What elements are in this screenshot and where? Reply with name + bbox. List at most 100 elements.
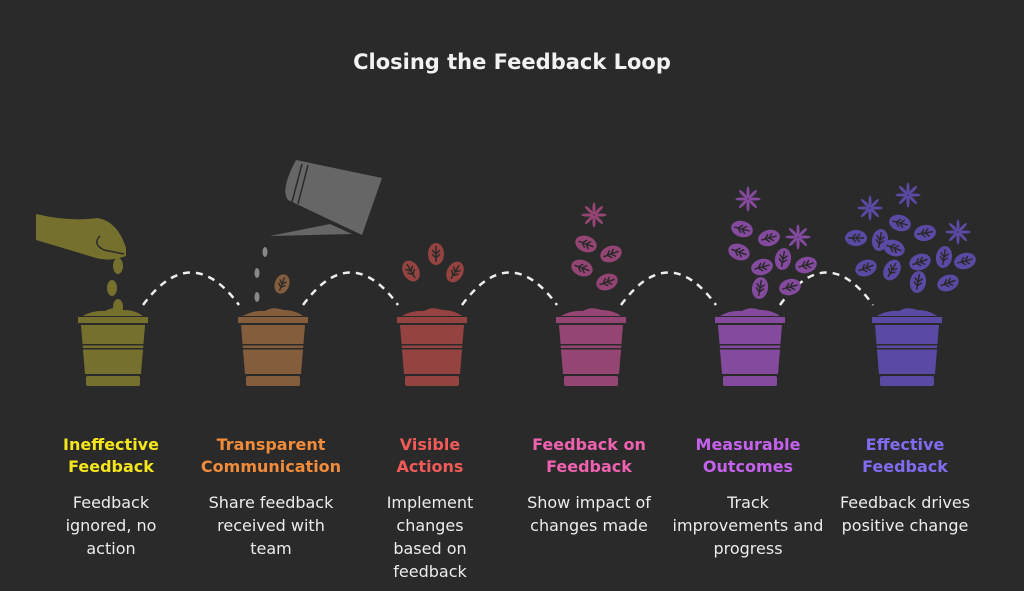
leaf-icon bbox=[728, 243, 750, 261]
seed bbox=[107, 280, 117, 296]
water-drop bbox=[262, 247, 268, 257]
petal bbox=[592, 202, 596, 215]
leaf-vein bbox=[957, 255, 973, 266]
soil bbox=[561, 308, 621, 316]
leaf-icon bbox=[751, 277, 769, 299]
flower-icon bbox=[571, 202, 622, 291]
petal bbox=[956, 232, 960, 245]
pot-stripe bbox=[82, 348, 144, 350]
leaf-icon bbox=[795, 256, 817, 274]
flower-icon bbox=[785, 224, 811, 250]
petal bbox=[870, 198, 880, 208]
leaf-vein bbox=[892, 218, 908, 229]
flower-icon bbox=[581, 202, 607, 228]
plant-pot-4 bbox=[556, 308, 626, 386]
pot-stripe bbox=[719, 348, 781, 350]
petal bbox=[948, 232, 958, 242]
leaf-icon bbox=[909, 271, 927, 293]
step-title: Effective Feedback bbox=[862, 435, 948, 476]
water-drop bbox=[254, 292, 260, 302]
petal bbox=[594, 213, 607, 217]
flower-icon bbox=[857, 195, 883, 221]
soil bbox=[243, 308, 303, 316]
petal bbox=[956, 219, 960, 232]
pot-stripe bbox=[82, 344, 144, 346]
petal bbox=[594, 205, 604, 215]
plant-pot-3 bbox=[397, 308, 467, 386]
step-description: Track improvements and progress bbox=[672, 493, 824, 558]
pot-base bbox=[405, 376, 459, 386]
pot-base bbox=[246, 376, 300, 386]
leaf-vein bbox=[875, 231, 886, 249]
step-description: Feedback ignored, no action bbox=[65, 493, 157, 558]
plant-pot-2 bbox=[238, 308, 308, 386]
petal bbox=[798, 227, 808, 237]
petal bbox=[908, 195, 918, 205]
connector-arc bbox=[619, 271, 718, 306]
pot-stripe bbox=[876, 348, 938, 350]
soil bbox=[877, 308, 937, 316]
pot-rim bbox=[238, 317, 308, 323]
leaf-vein bbox=[731, 247, 747, 258]
petal bbox=[748, 189, 758, 199]
leaf-icon bbox=[751, 258, 773, 276]
soil bbox=[83, 308, 143, 316]
leaf-icon bbox=[883, 239, 905, 257]
leaf-vein bbox=[848, 233, 864, 243]
petal bbox=[584, 215, 594, 225]
petal bbox=[796, 237, 800, 250]
petal bbox=[906, 195, 910, 208]
connector-arc bbox=[141, 271, 241, 306]
petal bbox=[945, 230, 958, 234]
blooming-plant-icon bbox=[845, 182, 976, 293]
connector-arc bbox=[301, 271, 400, 306]
leaf-icon bbox=[571, 259, 593, 277]
leaf-vein bbox=[405, 263, 416, 279]
finger-line bbox=[96, 235, 125, 255]
leaf-icon bbox=[883, 259, 901, 281]
leaf-icon bbox=[935, 246, 953, 268]
leaf-icon bbox=[914, 224, 936, 242]
leaf-vein bbox=[940, 277, 956, 288]
petal bbox=[958, 222, 968, 232]
leaf-vein bbox=[887, 262, 898, 278]
page-title: Closing the Feedback Loop bbox=[353, 50, 671, 74]
plant-pot-5 bbox=[715, 308, 785, 386]
petal bbox=[788, 227, 798, 237]
pot-base bbox=[564, 376, 618, 386]
soil bbox=[402, 308, 462, 316]
step-description: Share feedback received with team bbox=[208, 493, 334, 558]
step-title: Feedback on Feedback bbox=[532, 435, 646, 476]
petal bbox=[584, 205, 594, 215]
plant-pot-1 bbox=[78, 308, 148, 386]
petal bbox=[746, 186, 750, 199]
leaf-vein bbox=[782, 281, 798, 292]
leaf-vein bbox=[939, 248, 950, 266]
leaf-vein bbox=[278, 277, 287, 291]
connector-arc bbox=[460, 271, 559, 306]
leaf-vein bbox=[734, 224, 750, 235]
plant-pot-6 bbox=[872, 308, 942, 386]
flower-icon bbox=[895, 182, 921, 208]
petal bbox=[746, 199, 750, 212]
leaf-vein bbox=[916, 227, 934, 238]
leaf-vein bbox=[858, 262, 874, 273]
petal bbox=[870, 208, 880, 218]
leaf-vein bbox=[913, 273, 924, 291]
petal bbox=[788, 237, 798, 247]
pot-stripe bbox=[560, 348, 622, 350]
step-title: Visible Actions bbox=[396, 435, 464, 476]
step-title: Transparent Communication bbox=[200, 435, 342, 476]
petal bbox=[748, 197, 761, 201]
petal bbox=[798, 237, 808, 247]
pot-rim bbox=[872, 317, 942, 323]
petal bbox=[798, 235, 811, 239]
leaf-icon bbox=[446, 261, 464, 283]
leaf-vein bbox=[450, 264, 461, 280]
pot-stripe bbox=[719, 344, 781, 346]
step-title: Ineffective Feedback bbox=[63, 435, 159, 476]
